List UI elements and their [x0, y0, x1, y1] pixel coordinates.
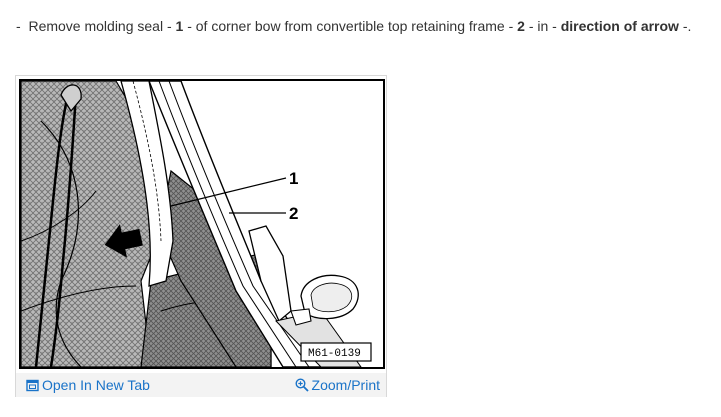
instruction-part: Remove molding seal - [28, 18, 172, 34]
seat-belt [49, 92, 78, 367]
frame-line [168, 81, 310, 367]
bullet: - [16, 18, 21, 34]
illustration-svg: 1 2 M61-0139 [21, 81, 372, 367]
frame-line [158, 81, 297, 367]
mirror-arm [290, 308, 312, 326]
instruction-text: - Remove molding seal - 1 - of corner bo… [16, 17, 691, 35]
technical-illustration[interactable]: 1 2 M61-0139 [19, 79, 385, 369]
instruction-part: - of corner bow from convertible top ret… [187, 18, 514, 34]
item-number-1: 1 [175, 18, 184, 34]
seat-belt [34, 90, 71, 367]
zoom-print-label: Zoom/Print [311, 377, 380, 393]
figure-id: M61-0139 [308, 348, 361, 360]
callout-1: 1 [289, 169, 298, 188]
retaining-frame [148, 81, 322, 367]
seat-fold [40, 120, 82, 367]
item-number-2: 2 [517, 18, 525, 34]
leader-line-1 [170, 177, 287, 207]
direction-emphasis: direction of arrow [560, 18, 679, 34]
seat-fold [21, 285, 137, 312]
mirror-glass [310, 282, 353, 313]
figure-container: 1 2 M61-0139 Open In New Tab Zoom/Print [15, 75, 387, 397]
instruction-part: -. [682, 18, 692, 34]
direction-arrow [104, 224, 143, 258]
instruction-part: - in - [528, 18, 557, 34]
molding-seal [120, 81, 174, 287]
figure-link-bar: Open In New Tab Zoom/Print [16, 373, 386, 397]
zoom-in-icon [295, 378, 309, 392]
open-new-tab-link[interactable]: Open In New Tab [26, 373, 150, 397]
callout-2: 2 [289, 204, 298, 223]
molding-seal-edge [132, 81, 162, 242]
figure-id-box [300, 342, 372, 362]
seat-fold [21, 190, 97, 242]
belt-guide [60, 84, 82, 113]
open-in-new-tab-icon [26, 379, 39, 392]
open-new-tab-label: Open In New Tab [42, 377, 150, 393]
zoom-print-link[interactable]: Zoom/Print [295, 373, 380, 397]
